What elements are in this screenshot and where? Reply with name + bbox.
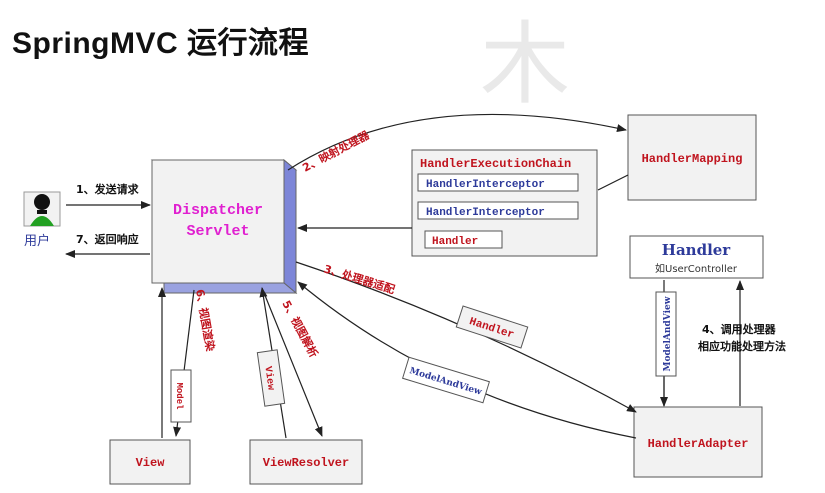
handler-adapter-label: HandlerAdapter — [648, 437, 749, 451]
arrow-model-and-view-return — [297, 281, 637, 439]
arrow-map-handler — [287, 113, 627, 171]
step-4-label-line1: 4、调用处理器 — [702, 322, 777, 336]
step-4-label-line2: 相应功能处理方法 — [698, 339, 786, 353]
interceptor-label-1: HandlerInterceptor — [426, 179, 545, 191]
step-6-label: 6、视图渲染 — [193, 288, 218, 353]
view-tag-label: View — [261, 366, 276, 391]
step-2-label: 2、映射处理器 — [300, 127, 372, 174]
chain-handler-box — [424, 230, 503, 249]
connector-mapping-chain — [597, 174, 629, 191]
chain-handler-label: Handler — [432, 236, 478, 248]
handler-subtitle: 如UserController — [655, 262, 738, 275]
interceptor-box-1 — [417, 173, 579, 192]
dispatcher-label-line2: Servlet — [186, 223, 249, 240]
handler-execution-chain-box: HandlerExecutionChain HandlerInterceptor… — [411, 149, 598, 257]
model-tag-label: Model — [174, 382, 184, 410]
watermark: 木 — [480, 12, 570, 117]
handler-mapping-box: HandlerMapping — [627, 114, 757, 201]
step-5-label: 5、视图解析 — [279, 298, 321, 360]
handler-controller-box: Handler 如UserController — [629, 235, 764, 279]
user-label: 用户 — [24, 233, 50, 249]
view-resolver-box: ViewResolver — [249, 439, 363, 485]
step-7-label: 7、返回响应 — [76, 232, 139, 246]
handler-mapping-label: HandlerMapping — [642, 152, 743, 166]
dispatcher-servlet-box: Dispatcher Servlet — [150, 158, 298, 295]
step-1-label: 1、发送请求 — [76, 182, 140, 196]
step-3-label: 3、处理器适配 — [322, 261, 397, 296]
handler-adapter-box: HandlerAdapter — [633, 406, 763, 478]
dispatcher-label-line1: Dispatcher — [173, 202, 263, 219]
model-and-view-tag-b: ModelAndView — [655, 291, 677, 377]
page-title: SpringMVC 运行流程 — [12, 27, 309, 60]
interceptor-label-2: HandlerInterceptor — [426, 207, 545, 219]
chain-title: HandlerExecutionChain — [420, 157, 571, 171]
view-tag: View — [256, 349, 286, 407]
model-and-view-tag-b-label: ModelAndView — [663, 296, 673, 371]
view-label: View — [136, 456, 166, 470]
arrow-resolve-view — [261, 287, 323, 437]
view-resolver-label: ViewResolver — [263, 456, 349, 470]
handler-title: Handler — [662, 241, 732, 259]
handler-tag: Handler — [455, 305, 529, 349]
user-icon — [23, 191, 61, 227]
model-and-view-tag-a: ModelAndView — [401, 356, 491, 404]
interceptor-box-2 — [417, 201, 579, 220]
model-tag: Model — [170, 369, 192, 423]
view-box: View — [109, 439, 191, 485]
